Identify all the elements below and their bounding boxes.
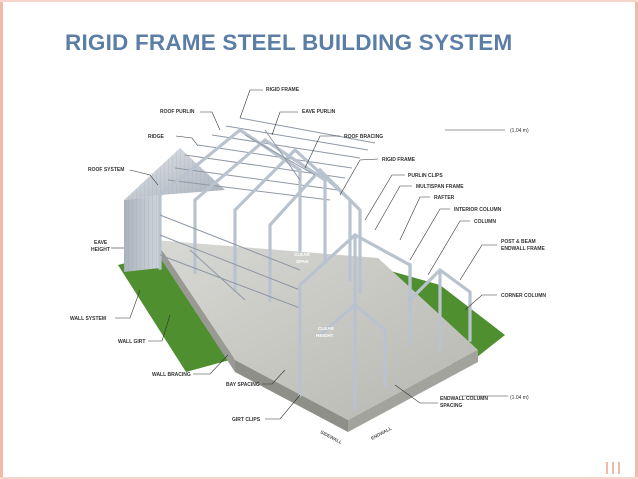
- label-eave-height-1: EAVE: [94, 240, 108, 246]
- label-roof-purlin: ROOF PURLIN: [160, 109, 195, 115]
- label-multispan-frame: MULTISPAN FRAME: [416, 184, 464, 190]
- label-dim-bottom: (1.04 m): [510, 395, 529, 401]
- label-clear-span-2: SPAN: [296, 259, 309, 264]
- corner-mark-1: [606, 462, 608, 474]
- label-clear-span-1: CLEAR: [294, 252, 311, 257]
- label-clear-height-2: HEIGHT: [316, 333, 334, 338]
- label-eave-purlin: EAVE PURLIN: [302, 109, 336, 115]
- roof-bracing-lines: [244, 129, 316, 181]
- slide-border-right: [635, 0, 638, 479]
- slab-edge-front: [235, 360, 348, 432]
- label-clear-height-1: CLEAR: [318, 326, 335, 331]
- label-endwall-spacing-1: ENDWALL COLUMN: [440, 396, 488, 402]
- label-column: COLUMN: [474, 219, 496, 225]
- label-interior-column: INTERIOR COLUMN: [454, 207, 502, 213]
- wall-ribs: [124, 195, 160, 272]
- leader-lines: [111, 89, 497, 420]
- label-rafter: RAFTER: [434, 195, 455, 201]
- label-post-beam-2: ENDWALL FRAME: [501, 246, 545, 252]
- wall-girts: [159, 214, 301, 309]
- label-roof-system: ROOF SYSTEM: [88, 167, 124, 173]
- label-eave-height-2: HEIGHT: [91, 247, 110, 253]
- label-bay-spacing: BAY SPACING: [226, 382, 260, 388]
- label-girt-clips: GIRT CLIPS: [232, 417, 261, 423]
- label-ridge: RIDGE: [148, 134, 165, 140]
- label-wall-girt: WALL GIRT: [118, 339, 145, 345]
- endwall-frame: [298, 233, 472, 410]
- label-wall-bracing: WALL BRACING: [152, 372, 191, 378]
- label-roof-bracing: ROOF BRACING: [344, 134, 383, 140]
- label-rigid-frame-top: RIGID FRAME: [266, 87, 300, 93]
- slab-edge-right: [348, 350, 478, 432]
- label-sidewall: SIDEWALL: [320, 429, 343, 445]
- roof-purlins: [167, 117, 376, 201]
- label-endwall: ENDWALL: [370, 426, 393, 441]
- slide-border-left: [0, 0, 3, 479]
- slide-title: RIGID FRAME STEEL BUILDING SYSTEM: [65, 30, 513, 55]
- roof-ribs: [124, 148, 225, 200]
- label-corner-column: CORNER COLUMN: [501, 293, 546, 299]
- label-purlin-clips: PURLIN CLIPS: [408, 173, 443, 179]
- slab-edge-left: [155, 240, 235, 372]
- slide-border-bottom: [0, 477, 638, 479]
- label-endwall-spacing-2: SPACING: [440, 403, 463, 409]
- label-wall-system: WALL SYSTEM: [70, 316, 106, 322]
- slide-border-top: [0, 0, 638, 2]
- corner-mark-3: [618, 462, 620, 474]
- label-rigid-frame-mid: RIGID FRAME: [382, 157, 416, 163]
- corner-mark-2: [612, 462, 614, 474]
- label-post-beam-1: POST & BEAM: [501, 239, 536, 245]
- label-dim-top: (1.04 m): [510, 128, 529, 134]
